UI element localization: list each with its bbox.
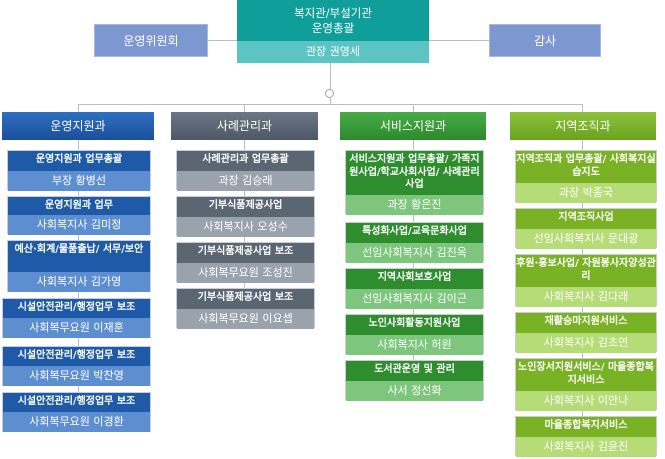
card-duty: 지역조직사업 [516,209,656,229]
card-person: 사회복지사 김윤진 [516,437,656,457]
card-duty: 기부식품제공사업 보조 [177,243,314,263]
card-duty: 서비스지원과 업무총괄/ 가족지원사업/학교사회사업/ 사례관리사업 [346,151,483,195]
card-person: 선임사회복지사 김이근 [346,289,483,309]
org-card[interactable]: 마을종합복지서비스 사회복지사 김윤진 [515,416,657,457]
org-card[interactable]: 기부식품제공사업 보조 사회복무요원 조성진 [176,242,315,283]
org-card[interactable]: 도서관운영 및 관리 사서 정선화 [345,360,484,401]
steering-committee-box[interactable]: 운영위원회 [94,24,208,57]
card-person: 사회복지사 허원 [346,335,483,355]
org-card[interactable]: 서비스지원과 업무총괄/ 가족지원사업/학교사회사업/ 사례관리사업 과장 황은… [345,150,484,215]
org-card[interactable]: 지역사회보호사업 선임사회복지사 김이근 [345,268,484,309]
card-person: 사회복지사 김가영 [8,272,150,292]
org-card[interactable]: 재활승마지원서비스 사회복지사 김초연 [515,312,657,353]
card-duty: 지역사회보호사업 [346,269,483,289]
card-duty: 후원·홍보사업/ 자원봉사자양성관리 [516,255,656,287]
card-person: 사회복지사 김다래 [516,287,656,307]
card-person: 과장 박종국 [516,183,656,203]
dept-case-management[interactable]: 사례관리과 [171,112,318,140]
card-duty: 운영지원과 업무 [8,197,150,215]
org-card[interactable]: 시설안전관리/행정업무 보조 사회복무요원 이재훈 [2,298,151,338]
card-person: 과장 김승래 [177,171,314,191]
org-card[interactable]: 노인장서지원서비스/ 마을종합복지서비스 사회복지사 이안나 [515,358,657,411]
org-title-line1: 복지관/부설기관 [294,6,372,20]
card-duty: 기부식품제공사업 [177,197,314,217]
card-person: 선임사회복지사 문대광 [516,229,656,249]
card-person: 사회복지사 김초연 [516,333,656,353]
org-title-line2: 운영총괄 [311,21,355,35]
card-person: 사회복지사 김미정 [8,215,150,235]
org-card[interactable]: 특성화사업/교육문화사업 선임사회복지사 김진옥 [345,222,484,263]
director-name: 관장 권영세 [237,41,429,63]
card-duty: 지역조직과 업무총괄/ 사회복지실습지도 [516,151,656,183]
card-duty: 시설안전관리/행정업무 보조 [3,393,150,412]
card-duty: 특성화사업/교육문화사업 [346,223,483,243]
card-duty: 노인사회활동지원사업 [346,315,483,335]
org-card[interactable]: 후원·홍보사업/ 자원봉사자양성관리 사회복지사 김다래 [515,254,657,307]
card-duty: 시설안전관리/행정업무 보조 [3,299,150,318]
card-duty: 도서관운영 및 관리 [346,361,483,381]
org-card[interactable]: 기부식품제공사업 사회복지사 오성수 [176,196,315,237]
connector-node [325,89,334,98]
card-person: 사회복무요원 이요셉 [177,309,314,329]
org-card[interactable]: 지역조직사업 선임사회복지사 문대광 [515,208,657,249]
dept-operations-support[interactable]: 운영지원과 [2,112,154,140]
card-person: 사회복무요원 이경환 [3,412,150,432]
card-person: 사회복무요원 조성진 [177,263,314,283]
org-card[interactable]: 기부식품제공사업 보조 사회복무요원 이요셉 [176,288,315,329]
card-person: 사회복무요원 박찬영 [3,366,150,386]
org-card[interactable]: 사례관리과 업무총괄 과장 김승래 [176,150,315,191]
card-person: 사회복무요원 이재훈 [3,318,150,338]
card-duty: 기부식품제공사업 보조 [177,289,314,309]
card-duty: 노인장서지원서비스/ 마을종합복지서비스 [516,359,656,391]
org-card[interactable]: 지역조직과 업무총괄/ 사회복지실습지도 과장 박종국 [515,150,657,203]
card-person: 사회복지사 오성수 [177,217,314,237]
org-card[interactable]: 운영지원과 업무 사회복지사 김미정 [7,196,151,235]
org-card[interactable]: 시설안전관리/행정업무 보조 사회복무요원 박찬영 [2,346,151,386]
org-card[interactable]: 노인사회활동지원사업 사회복지사 허원 [345,314,484,355]
card-person: 사서 정선화 [346,381,483,401]
org-card[interactable]: 시설안전관리/행정업무 보조 사회복무요원 이경환 [2,392,151,432]
card-duty: 운영지원과 업무총괄 [8,151,150,171]
director-box[interactable]: 복지관/부설기관 운영총괄 관장 권영세 [237,0,429,63]
card-duty: 재활승마지원서비스 [516,313,656,333]
card-person: 부장 황병선 [8,171,150,191]
audit-box[interactable]: 감사 [489,24,601,57]
card-duty: 사례관리과 업무총괄 [177,151,314,171]
dept-community-organizing[interactable]: 지역조직과 [510,112,656,140]
org-card[interactable]: 운영지원과 업무총괄 부장 황병선 [7,150,151,191]
card-person: 사회복지사 이안나 [516,391,656,411]
card-duty: 마을종합복지서비스 [516,417,656,437]
card-duty: 예산·회계/물품출납/ 서무/보안 [8,241,150,272]
dept-service-support[interactable]: 서비스지원과 [340,112,486,140]
card-person: 과장 황은진 [346,195,483,215]
card-duty: 시설안전관리/행정업무 보조 [3,347,150,366]
org-card[interactable]: 예산·회계/물품출납/ 서무/보안 사회복지사 김가영 [7,240,151,292]
card-person: 선임사회복지사 김진옥 [346,243,483,263]
